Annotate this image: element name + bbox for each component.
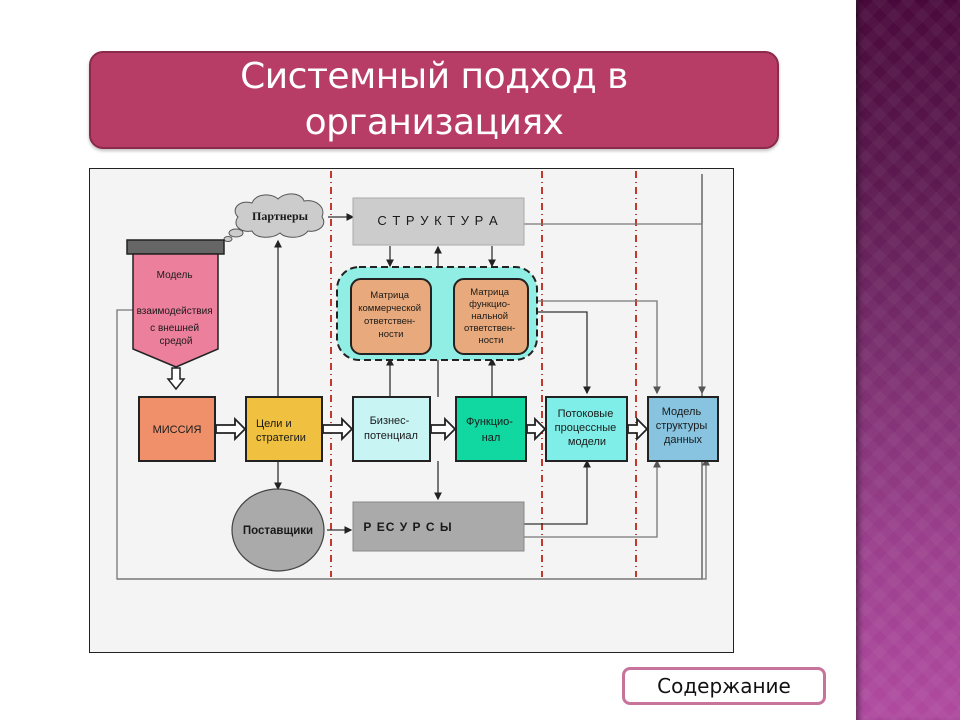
connector-line xyxy=(116,309,710,580)
decorative-sidebar xyxy=(856,0,960,720)
down-arrow-icon xyxy=(166,367,186,391)
right-arrow-icon xyxy=(627,416,649,442)
contents-button[interactable]: Содержание xyxy=(622,667,826,705)
cloud-bubble xyxy=(223,236,233,242)
structure-label: С Т Р У К Т У Р А xyxy=(377,213,498,228)
svg-text:Модель взаимодействия: Модель взаимодействия с внешней средой xyxy=(137,270,216,347)
functional-line: нал xyxy=(482,432,501,444)
system-approach-diagram: С Т Р У К Т У Р А Партнеры Модель взаимо… xyxy=(89,168,734,653)
connector-line xyxy=(528,311,591,395)
model-environment-shape: Модель взаимодействия с внешней средой xyxy=(126,239,225,391)
resources-label: Р ЕС У Р С Ы xyxy=(363,520,452,534)
goals-line: Цели и xyxy=(256,418,292,430)
structure-box xyxy=(352,197,525,246)
matrix-functional-line: функцио- xyxy=(469,299,510,310)
svg-text:Потоковые процессные: Потоковые процессные модели xyxy=(555,408,620,448)
right-arrow-icon xyxy=(430,416,457,442)
model-env-line: Модель xyxy=(157,270,193,281)
flow-models-line: процессные xyxy=(555,422,617,434)
matrix-functional-line: Матрица xyxy=(470,287,509,298)
business-line: потенциал xyxy=(364,430,418,442)
slide-title: Системный подход в организациях xyxy=(240,56,628,143)
mission-box xyxy=(138,396,216,462)
svg-text:Функцио- нал: Функцио- нал xyxy=(466,416,516,444)
matrix-functional-line: ности xyxy=(479,335,504,346)
matrix-commercial-line: ответствен- xyxy=(364,316,415,327)
goals-line: стратегии xyxy=(256,432,306,444)
flow-models-line: модели xyxy=(568,436,606,448)
matrix-commercial-line: ности xyxy=(379,329,404,340)
partners-label: Партнеры xyxy=(252,209,309,223)
business-potential-box xyxy=(352,396,431,462)
connector-line xyxy=(524,459,661,538)
matrix-functional-box xyxy=(453,278,529,355)
model-env-line: взаимодействия xyxy=(137,306,213,317)
flow-models-line: Потоковые xyxy=(558,408,614,420)
matrix-commercial-box xyxy=(350,278,432,355)
svg-text:Матрица коммерческой: Матрица коммерческой ответствен- ности xyxy=(358,290,423,340)
data-model-line: данных xyxy=(664,434,703,446)
svg-text:Бизнес- потенциал: Бизнес- потенциал xyxy=(364,415,418,442)
slide-title-banner: Системный подход в организациях xyxy=(89,51,779,149)
phase-dividers xyxy=(330,171,637,577)
model-env-line: с внешней xyxy=(150,323,199,334)
contents-button-label: Содержание xyxy=(657,674,791,698)
functional-line: Функцио- xyxy=(466,416,513,428)
matrix-functional-line: нальной xyxy=(471,311,508,322)
matrix-functional-line: ответствен- xyxy=(464,323,515,334)
matrix-commercial-line: Матрица xyxy=(370,290,409,301)
resources-box xyxy=(352,501,525,552)
svg-text:Матрица функцио- н: Матрица функцио- нальной ответствен- нос… xyxy=(464,287,518,346)
suppliers-label: Поставщики xyxy=(243,525,313,537)
flow-arrows xyxy=(215,416,649,442)
data-model-line: Модель xyxy=(662,406,702,418)
connector-line xyxy=(538,300,661,395)
right-arrow-icon xyxy=(322,416,354,442)
svg-text:Цели и стратегии: Цели и стратегии xyxy=(256,418,306,444)
connector-line xyxy=(524,459,591,525)
svg-text:Модель структуры д: Модель структуры данных xyxy=(656,406,711,446)
business-line: Бизнес- xyxy=(370,415,410,427)
cloud-bubble xyxy=(228,228,244,238)
right-arrow-icon xyxy=(215,416,247,442)
model-env-line: средой xyxy=(160,336,193,347)
model-env-cap xyxy=(126,239,225,255)
data-model-line: структуры xyxy=(656,420,708,432)
mission-label: МИССИЯ xyxy=(153,424,202,436)
connector-line xyxy=(524,223,706,395)
partners-cloud: Партнеры xyxy=(223,193,325,242)
data-model-box xyxy=(647,396,719,462)
goals-box xyxy=(245,396,323,462)
functional-box xyxy=(455,396,527,462)
suppliers-circle xyxy=(231,488,325,572)
right-arrow-icon xyxy=(526,416,547,442)
matrix-commercial-line: коммерческой xyxy=(358,303,421,314)
